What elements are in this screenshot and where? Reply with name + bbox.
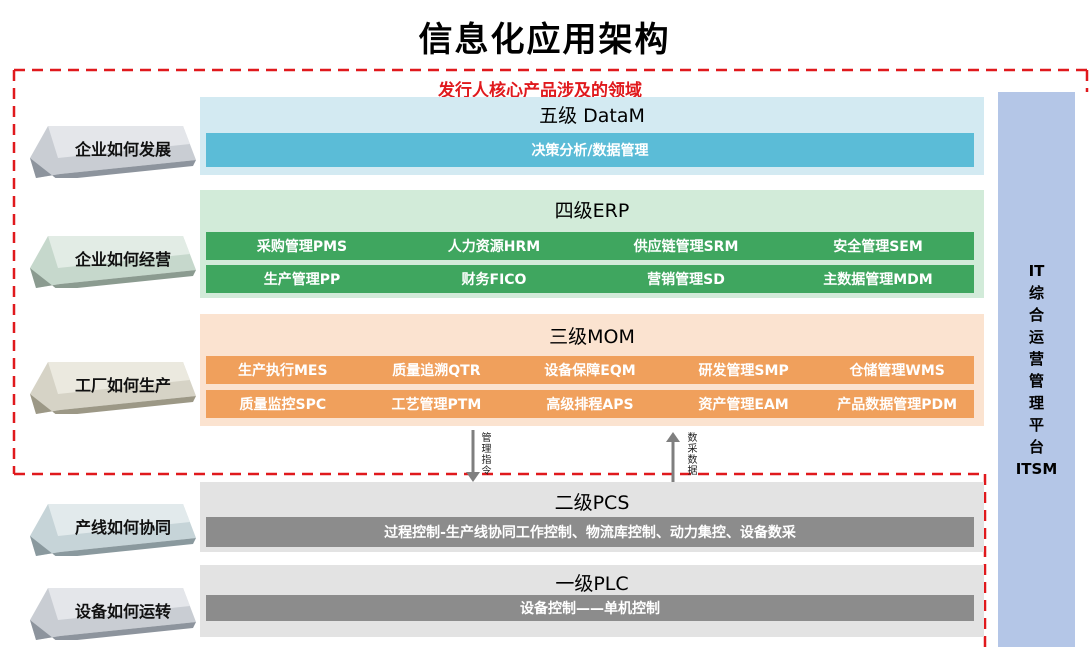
- level5-band: 五级 DataM 决策分析/数据管理: [200, 97, 984, 175]
- side-plate-development: 企业如何发展: [18, 118, 203, 178]
- level4-title: 四级ERP: [554, 200, 630, 222]
- itsm-line: 理: [1028, 393, 1044, 412]
- erp-module: 营销管理SD: [647, 272, 725, 288]
- mom-module: 设备保障EQM: [544, 363, 636, 379]
- erp-module: 采购管理PMS: [256, 239, 348, 255]
- mom-module: 资产管理EAM: [698, 397, 789, 413]
- side-plate-shape: [30, 362, 196, 414]
- itsm-line: 管: [1028, 371, 1044, 390]
- level5-title: 五级 DataM: [539, 105, 645, 127]
- itsm-line: IT: [1028, 261, 1045, 280]
- side-label: 工厂如何生产: [74, 376, 171, 395]
- mom-module: 工艺管理PTM: [391, 397, 482, 413]
- erp-module: 安全管理SEM: [833, 239, 923, 255]
- itsm-line: ITSM: [1015, 459, 1058, 478]
- level2-bar: 过程控制-生产线协同工作控制、物流库控制、动力集控、设备数采: [206, 517, 974, 547]
- level2-title: 二级PCS: [554, 492, 630, 514]
- level1-title: 一级PLC: [555, 573, 629, 595]
- level3-row2: 质量监控SPC 工艺管理PTM 高级排程APS 资产管理EAM 产品数据管理PD…: [206, 390, 974, 418]
- erp-module: 生产管理PP: [263, 272, 341, 288]
- level3-band: 三级MOM 生产执行MES 质量追溯QTR 设备保障EQM 研发管理SMP 仓储…: [200, 314, 984, 426]
- side-plate-equipment: 设备如何运转: [18, 580, 203, 640]
- side-label: 企业如何经营: [74, 250, 171, 269]
- page-title: 信息化应用架构: [418, 20, 671, 60]
- level4-row2: 生产管理PP 财务FICO 营销管理SD 主数据管理MDM: [206, 265, 974, 293]
- level3-title: 三级MOM: [549, 326, 635, 348]
- level5-bar: 决策分析/数据管理: [206, 133, 974, 167]
- level1-bar: 设备控制——单机控制: [206, 595, 974, 621]
- side-label: 设备如何运转: [74, 602, 171, 621]
- itsm-line: 平: [1028, 415, 1044, 434]
- level3-row1: 生产执行MES 质量追溯QTR 设备保障EQM 研发管理SMP 仓储管理WMS: [206, 356, 974, 384]
- itsm-line: 运: [1028, 327, 1044, 346]
- management-instruction-label: 管理指令: [481, 433, 492, 477]
- down-arrow-head-icon: [466, 472, 480, 482]
- core-product-domain-note: 发行人核心产品涉及的领域: [438, 81, 642, 101]
- level4-band: 四级ERP 采购管理PMS 人力资源HRM 供应链管理SRM 安全管理SEM 生…: [200, 190, 984, 298]
- side-label: 产线如何协同: [74, 518, 171, 537]
- itsm-line: 综: [1028, 283, 1044, 302]
- mom-module: 高级排程APS: [546, 397, 634, 413]
- level1-band: 一级PLC 设备控制——单机控制: [200, 565, 984, 637]
- mom-module: 研发管理SMP: [698, 363, 789, 379]
- up-arrow-head-icon: [666, 432, 680, 442]
- level4-row1: 采购管理PMS 人力资源HRM 供应链管理SRM 安全管理SEM: [206, 232, 974, 260]
- data-flow-arrows: [466, 430, 680, 484]
- side-plate-collaboration: 产线如何协同: [18, 496, 203, 556]
- mom-module: 生产执行MES: [238, 363, 328, 379]
- side-plate-shape: [30, 504, 196, 556]
- side-plate-shape: [30, 588, 196, 640]
- level2-band: 二级PCS 过程控制-生产线协同工作控制、物流库控制、动力集控、设备数采: [200, 482, 984, 552]
- side-plate-shape: [30, 236, 196, 288]
- itsm-platform: IT 综 合 运 营 管 理 平 台 ITSM: [998, 92, 1075, 647]
- itsm-line: 合: [1028, 305, 1044, 324]
- erp-module: 人力资源HRM: [447, 239, 541, 255]
- erp-module: 财务FICO: [461, 272, 527, 288]
- erp-module: 供应链管理SRM: [633, 239, 739, 255]
- mom-module: 质量监控SPC: [239, 397, 327, 413]
- side-plate-production: 工厂如何生产: [18, 354, 203, 414]
- side-plate-operation: 企业如何经营: [18, 228, 203, 288]
- itsm-line: 台: [1028, 437, 1044, 456]
- side-label: 企业如何发展: [74, 140, 171, 159]
- side-plate-shape: [30, 126, 196, 178]
- itsm-line: 营: [1028, 349, 1044, 368]
- erp-module: 主数据管理MDM: [823, 272, 933, 288]
- mom-module: 质量追溯QTR: [392, 363, 481, 379]
- data-collection-label: 数采数据: [687, 433, 698, 477]
- mom-module: 产品数据管理PDM: [837, 397, 958, 413]
- mom-module: 仓储管理WMS: [849, 363, 945, 379]
